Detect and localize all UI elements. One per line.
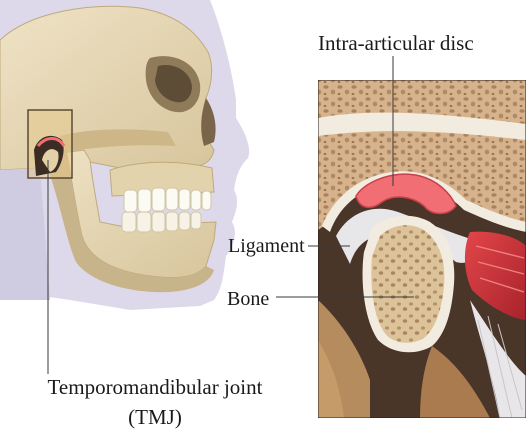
label-intra-articular-disc: Intra-articular disc xyxy=(318,33,474,54)
label-bone: Bone xyxy=(227,289,269,309)
tmj-cross-section xyxy=(318,80,526,418)
label-tmj: Temporomandibular joint xyxy=(0,377,310,398)
label-tmj-abbreviation: (TMJ) xyxy=(0,407,310,428)
label-ligament: Ligament xyxy=(228,236,305,256)
tmj-highlight-box xyxy=(28,110,72,178)
lower-teeth xyxy=(122,212,201,232)
